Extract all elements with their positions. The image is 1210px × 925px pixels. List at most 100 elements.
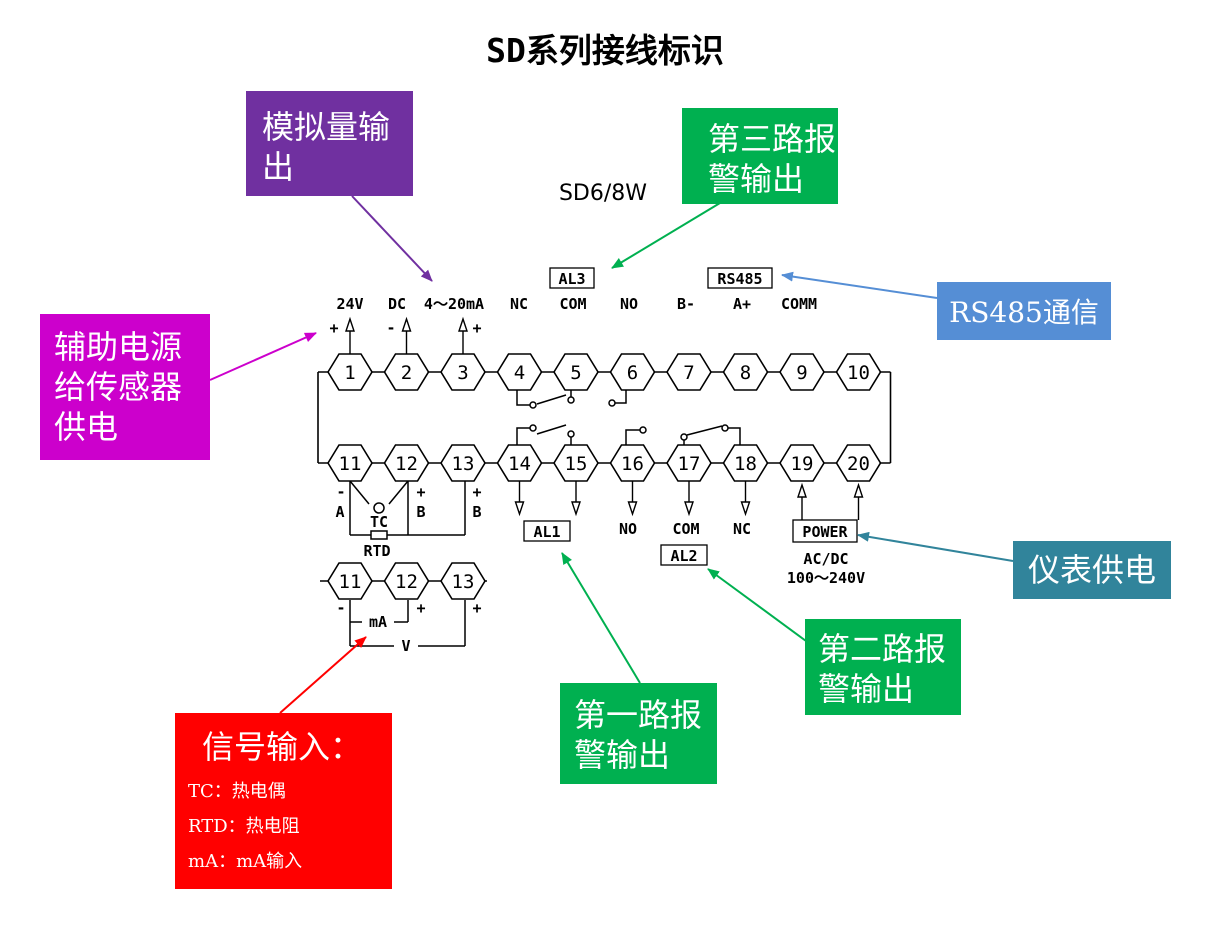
callout-analog-output: 模拟量输 出	[246, 91, 413, 196]
terminal-number: 10	[847, 362, 870, 384]
sign-minus-2: -	[386, 319, 395, 337]
sensor-input-wiring	[349, 480, 466, 647]
label-b-13: B	[472, 503, 481, 521]
al3-no-contact-icon	[608, 399, 616, 407]
terminal-number: 2	[401, 362, 412, 384]
svg-text:TC：热电偶: TC：热电偶	[188, 781, 286, 802]
label-no-top: NO	[620, 295, 638, 313]
label-4-20ma: 4～20mA	[424, 295, 484, 313]
label-ma: mA	[369, 613, 387, 631]
callout-signal-input: 信号输入： TC：热电偶 RTD：热电阻 mA：mA输入	[175, 713, 392, 889]
terminal-13: 13	[440, 444, 486, 482]
svg-text:RS485通信: RS485通信	[949, 296, 1099, 329]
thermocouple-junction-icon	[373, 502, 385, 514]
arrow-alarm3	[611, 202, 721, 269]
al3-switch-blade-icon	[536, 394, 567, 405]
terminal-number: 7	[683, 362, 694, 384]
terminal-number: 5	[570, 362, 581, 384]
terminal-4: 4	[496, 353, 543, 391]
svg-text:信号输入：: 信号输入：	[202, 728, 362, 766]
svg-text:警输出: 警输出	[818, 670, 914, 708]
label-dc: DC	[388, 295, 406, 313]
terminal-number: 15	[565, 453, 588, 475]
box-al1: AL1	[533, 523, 560, 541]
terminal-number: 8	[740, 362, 751, 384]
terminal-number: 17	[678, 453, 701, 475]
terminal-1: 1	[327, 353, 373, 391]
arrow-rs485	[781, 271, 938, 299]
arrow-alarm2	[707, 568, 807, 642]
terminal-number: 13	[452, 571, 475, 593]
terminal-number: 11	[339, 571, 362, 593]
sign-plus-3: +	[472, 319, 481, 337]
callout-aux-power: 辅助电源 给传感器 供电	[40, 314, 210, 460]
label-24v: 24V	[336, 295, 363, 313]
terminal-2: 2	[383, 353, 430, 391]
sign-minus-11b: -	[336, 599, 345, 617]
label-comm: COMM	[781, 295, 817, 313]
arrow-meter-power	[857, 531, 1014, 562]
svg-text:仪表供电: 仪表供电	[1028, 551, 1156, 589]
label-tc: TC	[370, 513, 388, 531]
terminal-10: 10	[835, 353, 882, 391]
terminal-3: 3	[440, 353, 486, 391]
sign-minus-11: -	[336, 483, 345, 501]
al3-nc-contact-icon	[529, 401, 537, 409]
box-al3: AL3	[558, 270, 585, 288]
svg-text:mA：mA输入: mA：mA输入	[188, 851, 302, 872]
label-voltage: 100～240V	[787, 569, 865, 587]
sign-plus-12b: +	[416, 599, 425, 617]
terminal-number: 12	[395, 453, 418, 475]
callout-meter-power: 仪表供电	[1013, 541, 1171, 599]
label-a-plus: A+	[733, 295, 751, 313]
terminal-16: 16	[609, 444, 656, 482]
terminal-number: 19	[791, 453, 814, 475]
terminal-5: 5	[553, 353, 599, 391]
label-com-top: COM	[559, 295, 586, 313]
box-power: POWER	[802, 523, 848, 541]
terminal-20: 20	[835, 444, 882, 482]
terminal-arrows	[345, 316, 864, 520]
relay-contacts	[516, 386, 741, 454]
diagram-title: SD系列接线标识	[486, 31, 724, 70]
terminal-number: 9	[796, 362, 807, 384]
terminal-7: 7	[666, 353, 712, 391]
label-nc-top: NC	[510, 295, 528, 313]
callout-arrows	[209, 195, 1014, 714]
sign-plus-13b: +	[472, 599, 481, 617]
terminal-9: 9	[779, 353, 825, 391]
boxed-labels: AL3 RS485 AL1 AL2 POWER	[523, 267, 858, 566]
label-com-bottom: COM	[672, 520, 699, 538]
terminal-number: 13	[452, 453, 475, 475]
callout-rs485: RS485通信	[937, 282, 1111, 340]
callout-alarm1: 第一路报 警输出	[560, 683, 717, 784]
rtd-resistor-icon	[370, 530, 388, 540]
svg-text:给传感器: 给传感器	[54, 368, 182, 406]
svg-text:辅助电源: 辅助电源	[54, 328, 182, 366]
svg-text:出: 出	[262, 148, 294, 186]
arrow-signal-input	[279, 636, 367, 714]
terminal-19: 19	[779, 444, 825, 482]
label-a: A	[335, 503, 344, 521]
arrow-aux-power	[209, 332, 317, 381]
terminal-11: 11	[327, 444, 373, 482]
label-rtd: RTD	[363, 542, 390, 560]
terminal-6: 6	[609, 353, 656, 391]
label-b-12: B	[416, 503, 425, 521]
al1-switch-blade-icon	[536, 424, 567, 435]
terminal-12: 12	[383, 444, 430, 482]
svg-text:供电: 供电	[54, 408, 118, 446]
callout-alarm2: 第二路报 警输出	[805, 619, 961, 715]
sign-plus-13: +	[472, 483, 481, 501]
label-v: V	[401, 637, 410, 655]
label-no-bottom: NO	[619, 520, 637, 538]
label-b-minus: B-	[677, 295, 695, 313]
label-ac-dc: AC/DC	[803, 550, 848, 568]
svg-text:第一路报: 第一路报	[574, 696, 702, 734]
svg-text:警输出: 警输出	[574, 736, 670, 774]
terminal-8: 8	[722, 353, 769, 391]
arrow-analog-output	[351, 195, 433, 282]
